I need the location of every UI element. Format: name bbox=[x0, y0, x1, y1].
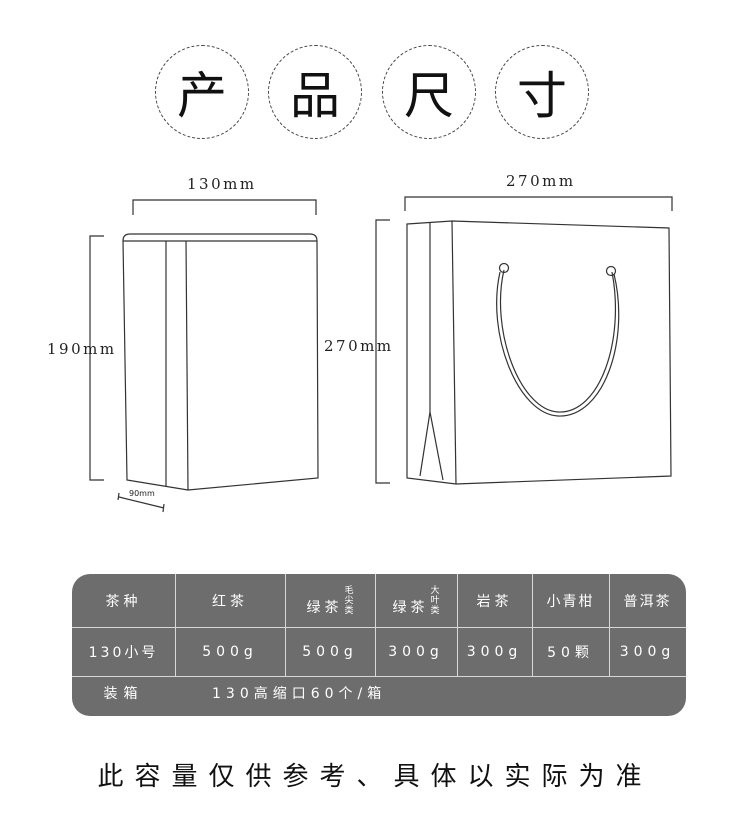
bag-height-label: 270mm bbox=[324, 337, 394, 355]
box-width-bracket bbox=[132, 199, 317, 215]
row-lvcha-maojian: 500g bbox=[285, 627, 375, 676]
daye-char-1: 大 bbox=[430, 585, 440, 596]
header-lvcha-maojian: 绿茶 毛 尖 类 bbox=[285, 574, 375, 627]
header-xiaoqinggan: 小青柑 bbox=[532, 574, 609, 627]
maojian-char-3: 类 bbox=[344, 605, 354, 616]
row-size-label-text: 130小号 bbox=[88, 644, 159, 661]
disclaimer-text: 此容量仅供参考、具体以实际为准 bbox=[97, 762, 653, 792]
row-xiaoqinggan: 50颗 bbox=[532, 627, 609, 676]
row-puer: 300g bbox=[609, 627, 686, 676]
table-divider-v4 bbox=[457, 574, 458, 676]
header-lvcha-daye-sub: 大 叶 类 bbox=[430, 586, 439, 616]
header-lvcha-daye-main: 绿茶 bbox=[392, 599, 429, 616]
header-xiaoqinggan-text: 小青柑 bbox=[546, 593, 595, 610]
maojian-char-2: 尖 bbox=[344, 595, 354, 606]
title-char-1: 产 bbox=[155, 45, 249, 139]
daye-char-3: 类 bbox=[430, 605, 440, 616]
table-divider-v5 bbox=[532, 574, 533, 676]
row-hongcha: 500g bbox=[175, 627, 285, 676]
table-divider-h2 bbox=[72, 676, 686, 677]
row-xiaoqinggan-text: 50颗 bbox=[547, 644, 594, 661]
row-lvcha-daye-text: 300g bbox=[388, 643, 444, 660]
packing-label-text: 装箱 bbox=[103, 686, 144, 702]
box-height-label: 190mm bbox=[47, 340, 117, 358]
header-yancha: 岩茶 bbox=[457, 574, 532, 627]
box-depth-label: 90mm bbox=[129, 489, 155, 498]
header-lvcha-maojian-sub: 毛 尖 类 bbox=[344, 586, 353, 616]
header-tea-type-text: 茶种 bbox=[105, 593, 142, 610]
header-puer-text: 普洱茶 bbox=[623, 593, 672, 610]
row-size-label: 130小号 bbox=[72, 627, 175, 676]
packing-value-text: 130高缩口60个/箱 bbox=[212, 686, 387, 702]
product-drawings bbox=[89, 196, 673, 513]
bag-height-bracket bbox=[375, 219, 390, 484]
bag-width-bracket bbox=[404, 196, 673, 211]
header-hongcha: 红茶 bbox=[175, 574, 285, 627]
header-lvcha-daye: 绿茶 大 叶 类 bbox=[375, 574, 457, 627]
header-lvcha-maojian-main: 绿茶 bbox=[306, 599, 343, 616]
title-char-3: 尺 bbox=[382, 45, 476, 139]
title-char-2: 品 bbox=[268, 45, 362, 139]
row-yancha: 300g bbox=[457, 627, 532, 676]
table-divider-v2 bbox=[285, 574, 286, 676]
row-hongcha-text: 500g bbox=[202, 643, 258, 660]
packing-label: 装箱 bbox=[72, 676, 175, 710]
maojian-char-1: 毛 bbox=[344, 585, 354, 596]
header-tea-type: 茶种 bbox=[72, 574, 175, 627]
box-drawing bbox=[122, 233, 319, 491]
table-divider-v1 bbox=[175, 574, 176, 676]
table-divider-v6 bbox=[609, 574, 610, 676]
box-depth-bracket bbox=[117, 492, 165, 513]
packing-value: 130高缩口60个/箱 bbox=[212, 676, 386, 710]
header-puer: 普洱茶 bbox=[609, 574, 686, 627]
row-puer-text: 300g bbox=[619, 643, 676, 660]
bag-drawing bbox=[406, 220, 672, 485]
box-width-label: 130mm bbox=[187, 175, 257, 193]
table-divider-v3 bbox=[375, 574, 376, 676]
box-height-bracket bbox=[89, 235, 104, 481]
row-yancha-text: 300g bbox=[466, 643, 523, 660]
title-char-4: 寸 bbox=[495, 45, 589, 139]
row-lvcha-daye: 300g bbox=[375, 627, 457, 676]
header-hongcha-text: 红茶 bbox=[212, 593, 248, 610]
capacity-table: 茶种 红茶 绿茶 毛 尖 类 绿茶 大 叶 类 岩茶 小青柑 普洱茶 130小号… bbox=[72, 574, 686, 716]
daye-char-2: 叶 bbox=[430, 595, 440, 606]
bag-width-label: 270mm bbox=[506, 172, 576, 190]
table-divider-h1 bbox=[72, 627, 686, 628]
header-yancha-text: 岩茶 bbox=[476, 593, 513, 610]
row-lvcha-maojian-text: 500g bbox=[302, 643, 358, 660]
